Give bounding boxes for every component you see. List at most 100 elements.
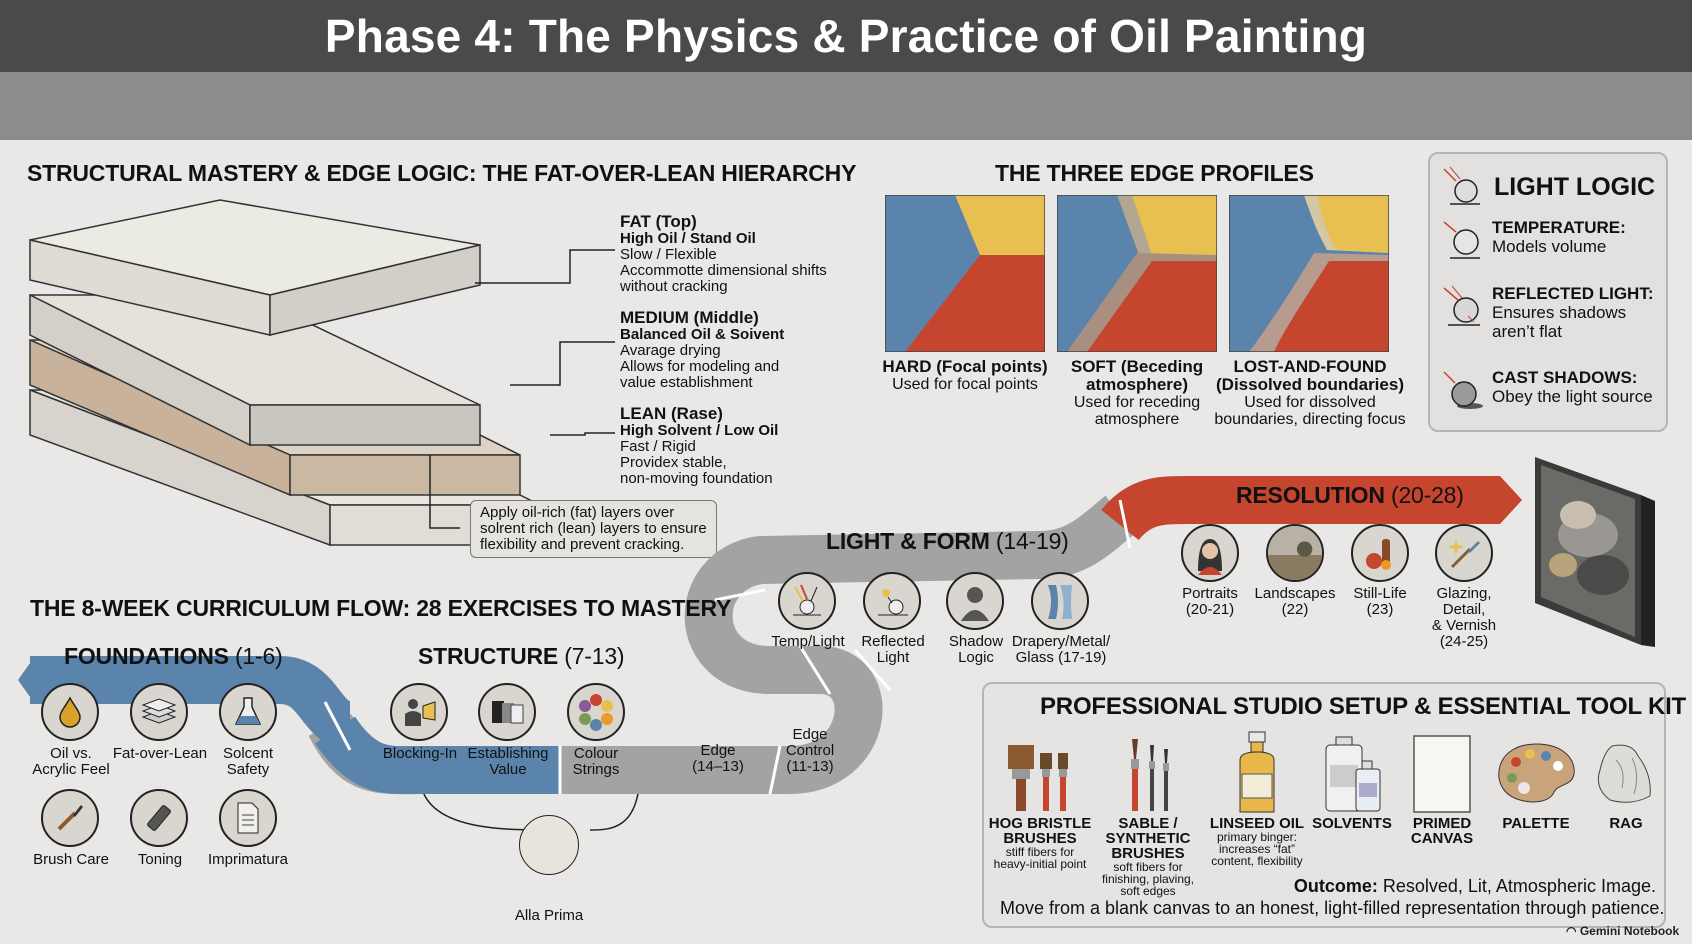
tool-name-line: LINSEED OIL (1209, 815, 1305, 832)
label-line: Detail, (1442, 601, 1486, 618)
sphere-cast-shadow-icon (1443, 371, 1483, 409)
label-line: Establishing (467, 745, 549, 762)
sun-reflect-icon (863, 572, 921, 630)
label-line: Logic (958, 649, 994, 666)
label-line: (20-21) (1185, 601, 1235, 618)
note-line-2: solrent rich (lean) layers to ensure (480, 520, 707, 537)
light-form-label: LIGHT & FORM (826, 528, 990, 554)
tool-desc-line: increases “fat” (1218, 842, 1296, 856)
label-line: Reflected (861, 633, 925, 650)
label-line: Drapery/Metal/ (1011, 633, 1111, 650)
light-logic-title: LIGHT LOGIC (1494, 172, 1656, 201)
step-fat-over-lean (130, 683, 188, 741)
step-imprimatura-label: Imprimatura (207, 851, 289, 868)
edge-hard: HARD (Focal points) Used for focal point… (875, 358, 1055, 394)
tool-name-line: PRIMED (1412, 815, 1472, 832)
light-rays-icon (778, 572, 836, 630)
tool-rag: RAG (1574, 816, 1678, 831)
foundations-range: (1-6) (234, 643, 283, 669)
tool-name-line: RAG (1609, 815, 1643, 832)
colour-wheel-icon (567, 683, 625, 741)
label-line: Oil vs. (50, 745, 92, 762)
temperature-line: Models volume (1492, 237, 1607, 256)
step-portraits-label: Portraits (20-21) (1162, 586, 1258, 618)
label-line: Edge (792, 726, 828, 743)
edge-hard-desc: Used for focal points (892, 376, 1038, 393)
step-shadow-logic (946, 572, 1004, 630)
light-item-reflected: REFLECTED LIGHT: Ensures shadows aren’t … (1440, 284, 1654, 341)
rag-icon (1597, 744, 1651, 803)
foundations-label: FOUNDATIONS (64, 643, 229, 669)
header-band (0, 72, 1692, 140)
step-glazing-label: Glazing, Detail, & Vernish (24-25) (1416, 586, 1512, 650)
edge-soft: SOFT (Beceding atmosphere) Used for rece… (1040, 357, 1234, 429)
tool-linseed-oil: LINSEED OIL primary binger: increases “f… (1202, 816, 1312, 867)
label-line: Glazing, (1436, 585, 1492, 602)
medium-heading: MEDIUM (Middle) (620, 308, 759, 327)
brush-icon (41, 789, 99, 847)
value-squares-icon (478, 683, 536, 741)
landscape-icon (1266, 524, 1324, 582)
step-shadow-logic-label: Shadow Logic (928, 634, 1024, 666)
tool-hog-brushes: HOG BRISTLE BRUSHES stiff fibers for hea… (985, 816, 1095, 870)
tool-desc-line: primary binger: (1216, 830, 1298, 844)
studio-outcome-line-2: Move from a blank canvas to an honest, l… (1000, 898, 1665, 918)
note-line-3: flexibility and prevent cracking. (480, 536, 685, 553)
step-establishing-value-label: Establishing Value (460, 746, 556, 778)
cast-head: CAST SHADOWS: (1492, 368, 1638, 387)
finished-painting (1535, 457, 1655, 647)
studio-title: PROFESSIONAL STUDIO SETUP & ESSENTIAL TO… (1040, 693, 1687, 720)
lean-label: LEAN (Rase) High Solvent / Low Oil Fast … (620, 404, 778, 487)
tool-desc-line: heavy-initial point (993, 857, 1087, 871)
medium-line-1: Avarage drying (620, 342, 721, 359)
step-still-life-label: Still-Life (23) (1332, 586, 1428, 618)
step-colour-strings (567, 683, 625, 741)
tool-name-line: SYNTHETIC (1105, 830, 1191, 847)
step-solvent-safety-label: Solcent Safety (200, 746, 296, 778)
lean-heading: LEAN (Rase) (620, 404, 723, 423)
edge-soft-name: SOFT (Beceding (1070, 357, 1204, 376)
label-line: Solcent (222, 745, 274, 762)
tool-desc-line: finishing, plaving, (1101, 872, 1195, 886)
fat-lean-title: STRUCTURAL MASTERY & EDGE LOGIC: THE FAT… (27, 160, 857, 186)
curriculum-title: THE 8-WEEK CURRICULUM FLOW: 28 EXERCISES… (30, 595, 732, 621)
structure-heading: STRUCTURE (7-13) (418, 643, 625, 670)
label-line: Landscapes (1254, 585, 1336, 602)
flask-icon (219, 683, 277, 741)
medium-sub: Balanced Oil & Soivent (620, 326, 785, 343)
drapery-icon (1031, 572, 1089, 630)
tool-desc-line: stiff fibers for (1005, 845, 1075, 859)
note-line-1: Apply oil-rich (fat) layers over (480, 504, 675, 521)
label-line: (23) (1366, 601, 1394, 618)
label-line: Safety (226, 761, 270, 778)
step-blocking-in (390, 683, 448, 741)
label-line: Glass (17-19) (1015, 649, 1107, 666)
temperature-head: TEMPERATURE: (1492, 218, 1626, 237)
tool-name-line: BRUSHES (1003, 830, 1077, 847)
label-line: Edge (700, 742, 736, 759)
label-line: & Vernish (1431, 617, 1497, 634)
step-landscapes-label: Landscapes (22) (1247, 586, 1343, 618)
step-brush-care (41, 789, 99, 847)
tool-name-line: SABLE / (1118, 815, 1178, 832)
edge-soft-name-2: atmosphere) (1085, 375, 1189, 394)
step-colour-strings-label: Colour Strings (548, 746, 644, 778)
label-line: Shadow (948, 633, 1004, 650)
medium-line-2: Allows for modeling and (620, 358, 780, 375)
page-header: Phase 4: The Physics & Practice of Oil P… (0, 0, 1692, 72)
tool-palette: PALETTE (1484, 816, 1588, 831)
label-line: Still-Life (1353, 585, 1407, 602)
light-form-heading: LIGHT & FORM (14-19) (826, 528, 1069, 555)
tool-name-line: BRUSHES (1111, 845, 1185, 862)
fat-line-2: Accommotte dimensional shifts (620, 262, 827, 279)
fat-heading: FAT (Top) (620, 212, 697, 231)
layers-icon (130, 683, 188, 741)
label-line: (22) (1281, 601, 1309, 618)
medium-line-3: value establishment (620, 374, 753, 391)
light-item-cast: CAST SHADOWS: Obey the light source (1440, 368, 1653, 412)
page-title: Phase 4: The Physics & Practice of Oil P… (324, 10, 1368, 62)
fat-line-1: Slow / Flexible (620, 246, 717, 263)
lost-found-swatch (1229, 195, 1389, 352)
edge-lf-desc-1: Used for dissolved (1244, 394, 1376, 411)
step-glazing (1435, 524, 1493, 582)
